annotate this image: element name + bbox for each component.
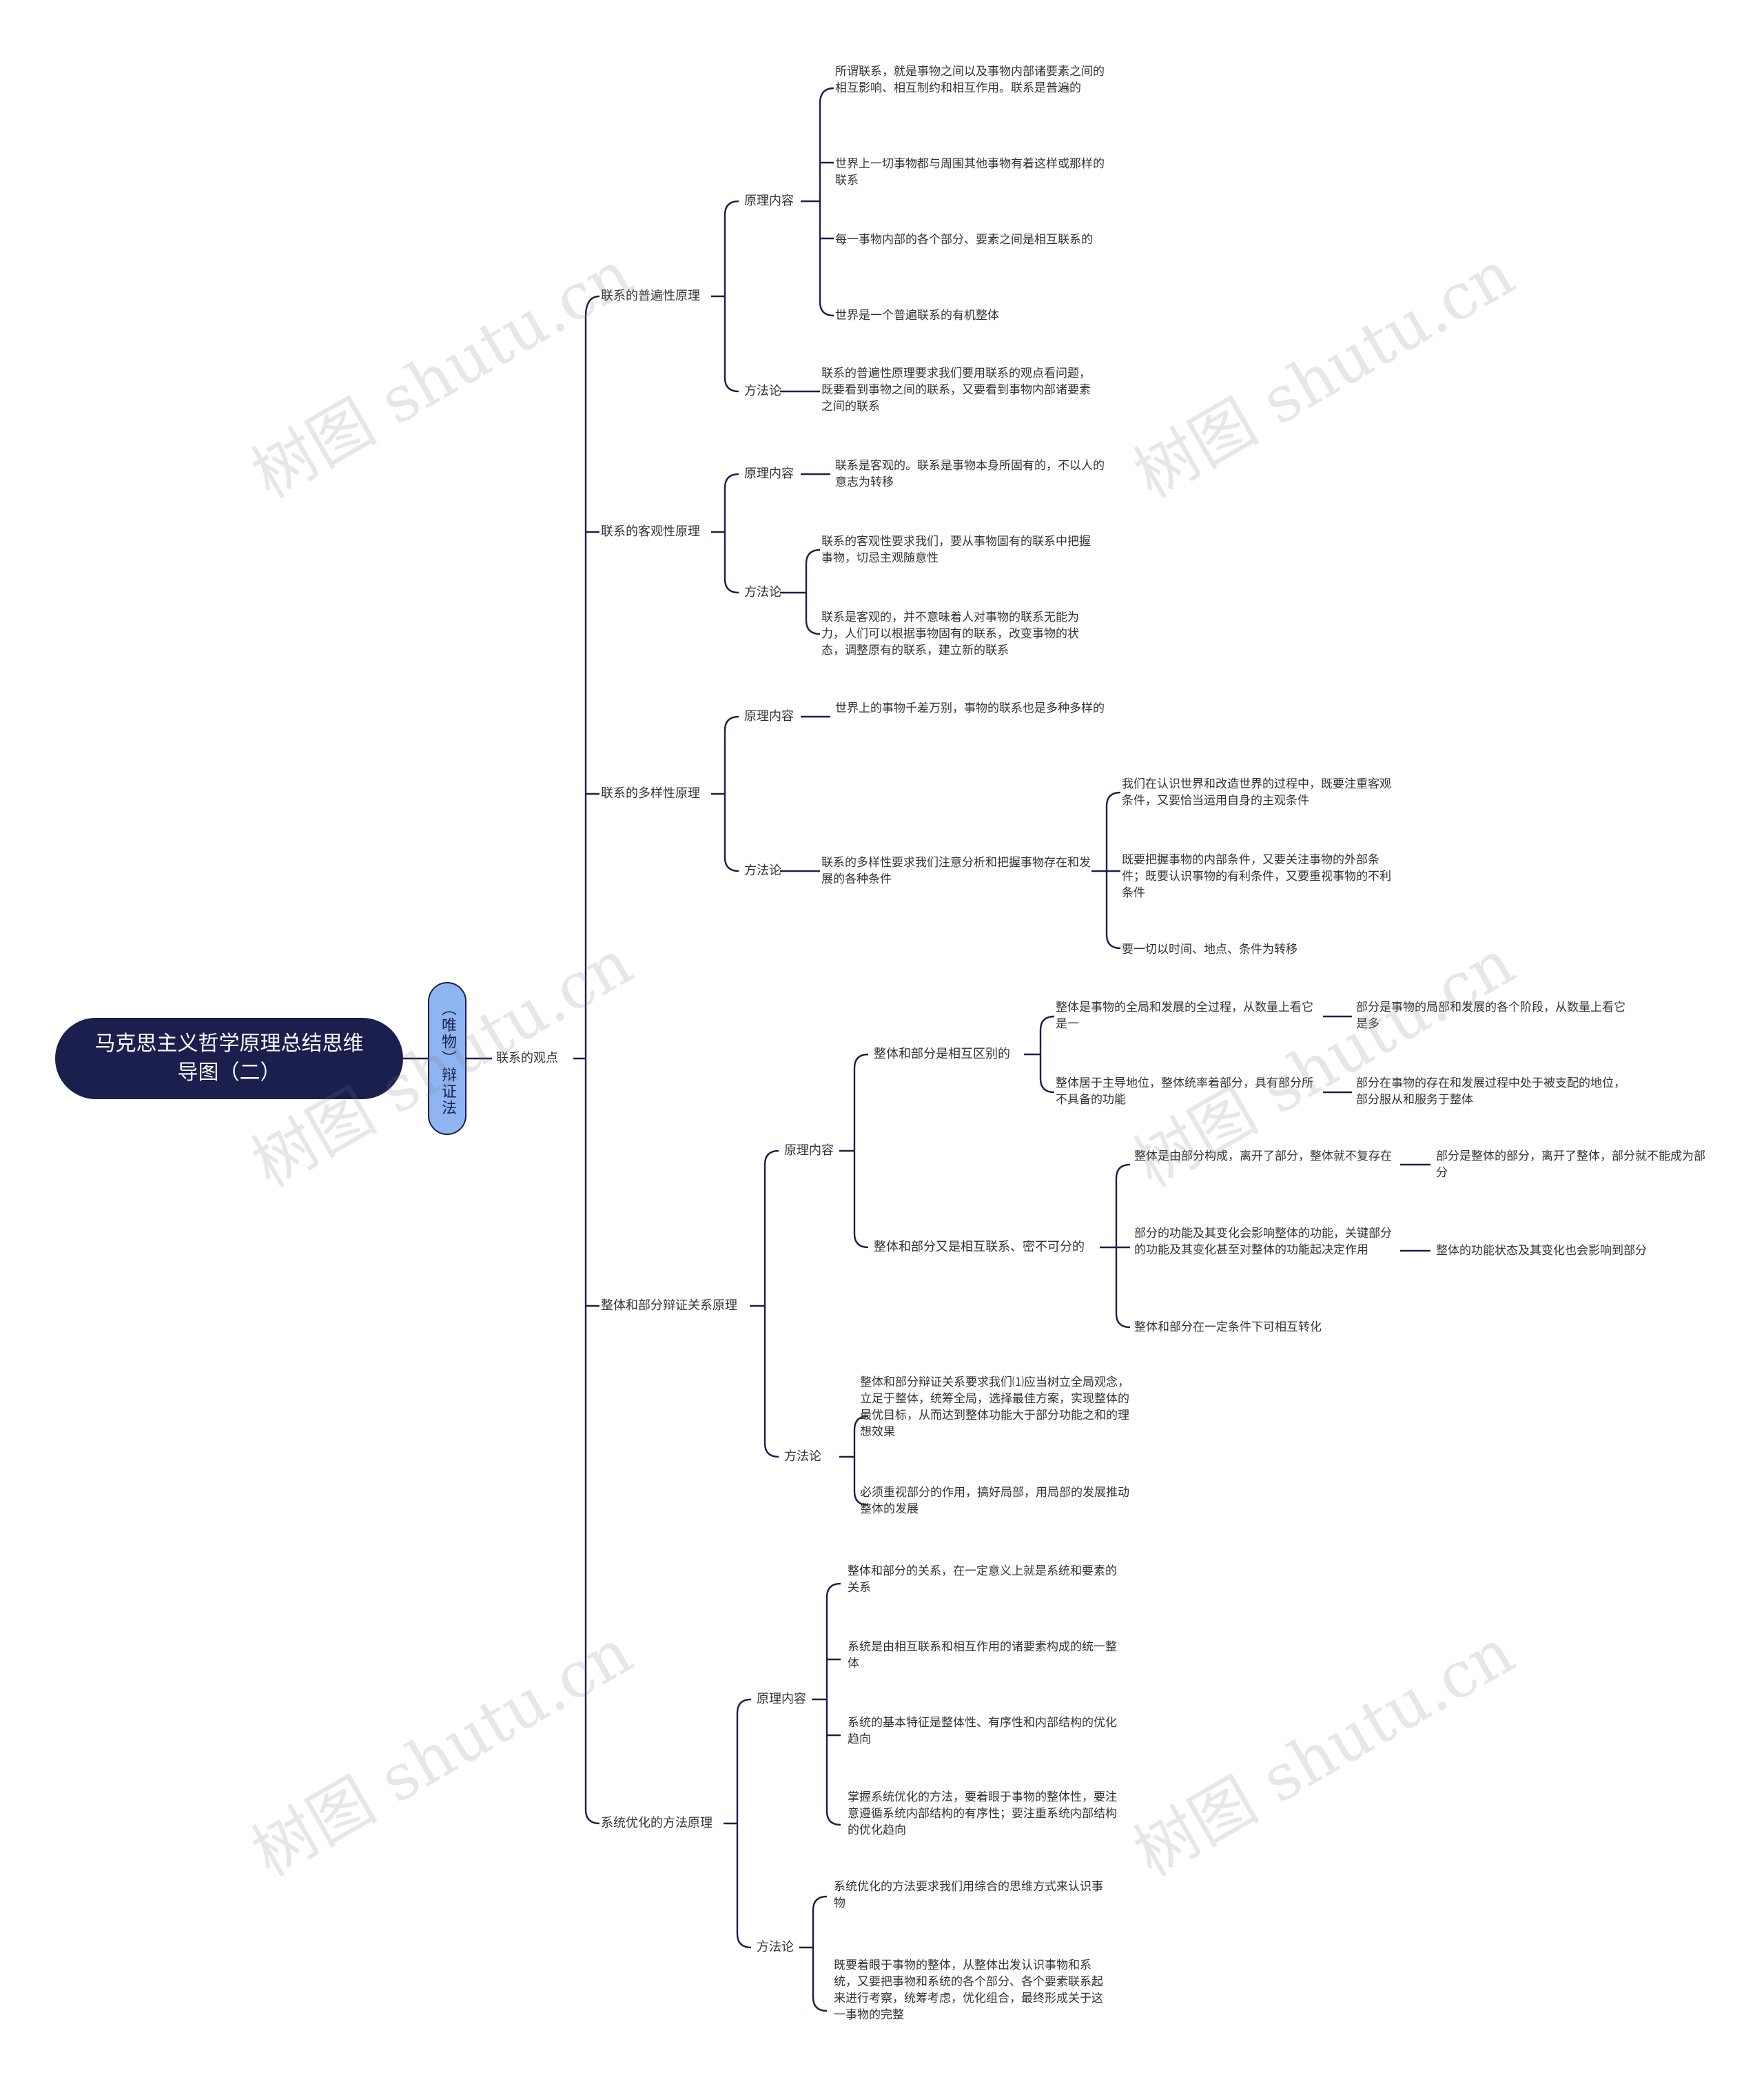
leaf-s4-m1: 整体和部分辩证关系要求我们⑴应当树立全局观念，立足于整体，统筹全局，选择最佳方案… <box>860 1376 1129 1439</box>
leaf-s4-l2x: 整体的功能状态及其变化也会影响到部分 <box>1436 1244 1647 1258</box>
leaf-s4-m2: 必须重视部分的作用，搞好局部，用局部的发展推动整体的发展 <box>860 1486 1129 1516</box>
leaf-s5-c4: 掌握系统优化的方法，要着眼于事物的整体性，要注意遵循系统内部结构的有序性；要注重… <box>848 1790 1117 1837</box>
leaf-s4-l1x: 部分是整体的部分，离开了整体，部分就不能成为部分 <box>1436 1149 1705 1180</box>
leaf-s5-c2: 系统是由相互联系和相互作用的诸要素构成的统一整体 <box>848 1640 1117 1670</box>
leaf-s2-m1: 联系的客观性要求我们，要从事物固有的联系中把握事物，切忌主观随意性 <box>821 535 1091 565</box>
node-system-optimization[interactable]: 系统优化的方法原理 <box>601 1816 712 1830</box>
node-s4-connected[interactable]: 整体和部分又是相互联系、密不可分的 <box>874 1240 1085 1254</box>
leaf-s1-c2: 世界上一切事物都与周围其他事物有着这样或那样的联系 <box>835 157 1105 187</box>
leaf-s1-c4: 世界是一个普遍联系的有机整体 <box>835 309 999 323</box>
leaf-s5-c3: 系统的基本特征是整体性、有序性和内部结构的优化趋向 <box>848 1716 1117 1746</box>
node-whole-part[interactable]: 整体和部分辩证关系原理 <box>601 1298 737 1313</box>
node-s1-content[interactable]: 原理内容 <box>744 194 794 208</box>
node-s4-content[interactable]: 原理内容 <box>784 1143 834 1158</box>
node-s1-method[interactable]: 方法论 <box>744 384 781 398</box>
root-topic[interactable]: 马克思主义哲学原理总结思维导图（二） <box>55 1018 403 1099</box>
root-title: 马克思主义哲学原理总结思维导图（二） <box>94 1032 364 1085</box>
node-s4-distinct[interactable]: 整体和部分是相互区别的 <box>874 1047 1010 1061</box>
node-s5-content[interactable]: 原理内容 <box>757 1692 806 1706</box>
leaf-s1-c3: 每一事物内部的各个部分、要素之间是相互联系的 <box>835 233 1093 247</box>
node-s4-method[interactable]: 方法论 <box>784 1449 821 1464</box>
node-objectivity[interactable]: 联系的客观性原理 <box>601 524 700 539</box>
node-view-of-connection[interactable]: 联系的观点 <box>496 1051 558 1065</box>
leaf-s4-l2[interactable]: 部分的功能及其变化会影响整体的功能，关键部分的功能及其变化甚至对整体的功能起决定… <box>1134 1227 1392 1257</box>
node-s2-method[interactable]: 方法论 <box>744 585 781 600</box>
leaf-s4-d2x: 部分在事物的存在和发展过程中处于被支配的地位，部分服从和服务于整体 <box>1356 1076 1625 1107</box>
node-universality[interactable]: 联系的普遍性原理 <box>601 289 700 303</box>
node-s5-method[interactable]: 方法论 <box>757 1940 794 1954</box>
leaf-s3-m1[interactable]: 联系的多样性要求我们注意分析和把握事物存在和发展的各种条件 <box>821 856 1091 886</box>
node-s3-method[interactable]: 方法论 <box>744 863 781 878</box>
leaf-s4-l1[interactable]: 整体是由部分构成，离开了部分，整体就不复存在 <box>1134 1149 1392 1163</box>
leaf-s1-c1: 所谓联系，就是事物之间以及事物内部诸要素之间的相互影响、相互制约和相互作用。联系… <box>835 65 1105 95</box>
leaf-s2-m2: 联系是客观的，并不意味着人对事物的联系无能为力，人们可以根据事物固有的联系，改变… <box>821 611 1079 657</box>
leaf-s5-m2: 既要着眼于事物的整体，从整体出发认识事物和系统，又要把事物和系统的各个部分、各个… <box>834 1959 1103 2022</box>
leaf-s3-c1: 世界上的事物千差万别，事物的联系也是多种多样的 <box>835 702 1105 715</box>
leaf-s2-c1: 联系是客观的。联系是事物本身所固有的，不以人的意志为转移 <box>835 459 1105 489</box>
branch-label: （唯物）辩证法 <box>439 1001 456 1116</box>
leaf-s4-l3: 整体和部分在一定条件下可相互转化 <box>1134 1320 1322 1334</box>
node-s2-content[interactable]: 原理内容 <box>744 467 794 481</box>
leaf-s3-m1c: 要一切以时间、地点、条件为转移 <box>1122 943 1298 957</box>
leaf-s3-m1a: 我们在认识世界和改造世界的过程中，既要注重客观条件，又要恰当运用自身的主观条件 <box>1122 777 1391 808</box>
leaf-s3-m1b: 既要把握事物的内部条件，又要关注事物的外部条件；既要认识事物的有利条件，又要重视… <box>1122 853 1391 900</box>
node-diversity[interactable]: 联系的多样性原理 <box>601 786 700 801</box>
branch-dialectics[interactable]: （唯物）辩证法 <box>428 982 466 1135</box>
leaf-s5-c1: 整体和部分的关系，在一定意义上就是系统和要素的关系 <box>848 1564 1117 1595</box>
leaf-s5-m1: 系统优化的方法要求我们用综合的思维方式来认识事物 <box>834 1880 1103 1910</box>
leaf-s1-m1: 联系的普遍性原理要求我们要用联系的观点看问题，既要看到事物之间的联系，又要看到事… <box>821 367 1091 413</box>
leaf-s4-d2[interactable]: 整体居于主导地位，整体统率着部分，具有部分所不具备的功能 <box>1056 1076 1313 1107</box>
leaf-s4-d1[interactable]: 整体是事物的全局和发展的全过程，从数量上看它是一 <box>1056 1001 1313 1031</box>
leaf-s4-d1x: 部分是事物的局部和发展的各个阶段，从数量上看它是多 <box>1356 1001 1625 1031</box>
node-s3-content[interactable]: 原理内容 <box>744 709 794 724</box>
